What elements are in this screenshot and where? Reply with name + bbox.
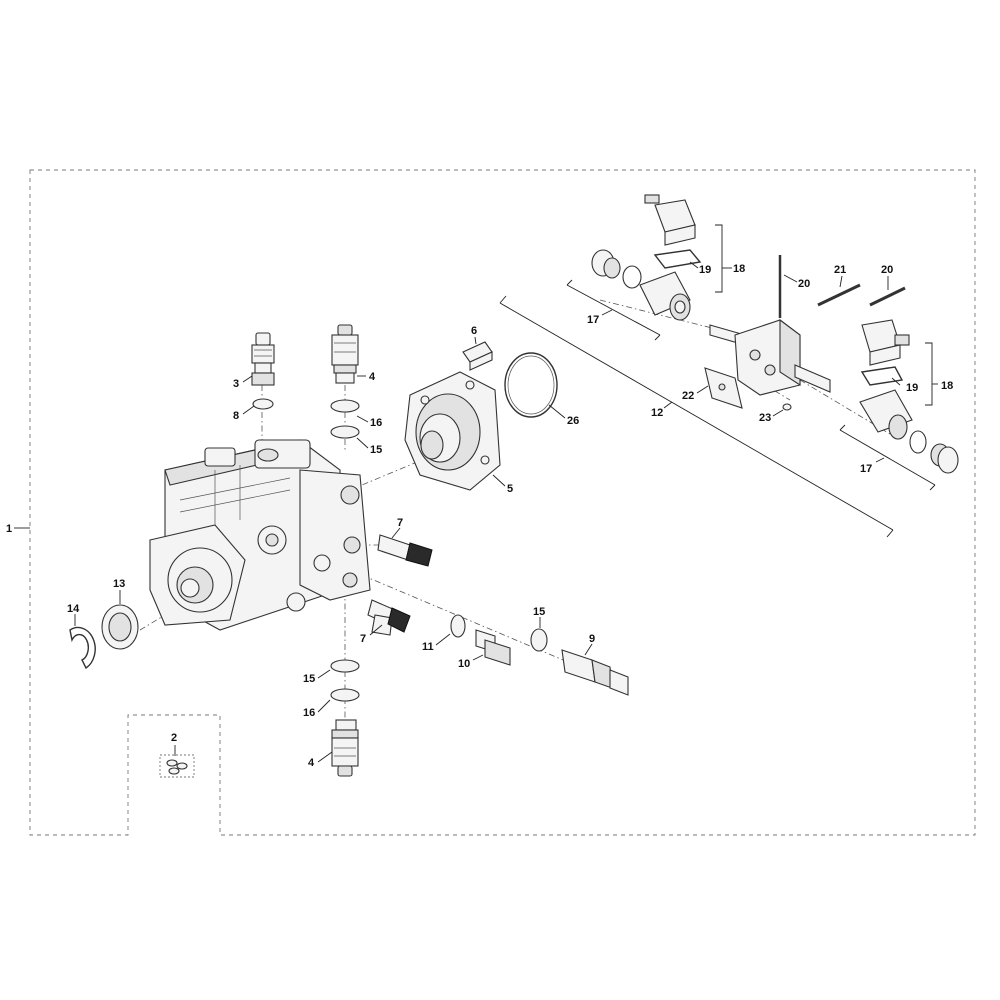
part-15-oring-top [330, 425, 360, 439]
label-10: 10 [458, 658, 470, 670]
pump-body [149, 439, 371, 631]
label-2: 2 [171, 732, 177, 744]
part-17-coil-upper [639, 271, 691, 321]
part-17-nut-lower [909, 430, 959, 474]
label-15-lower: 15 [303, 673, 315, 685]
bracket-17-lower [839, 424, 936, 491]
label-3: 3 [233, 378, 239, 390]
part-9-valve [561, 649, 629, 696]
part-22-plate [704, 367, 743, 409]
label-8: 8 [233, 410, 239, 422]
part-3-fitting [251, 332, 275, 386]
label-4-top: 4 [369, 371, 376, 383]
label-12: 12 [651, 407, 663, 419]
label-20-upper: 20 [798, 278, 810, 290]
part-23-washer [782, 403, 792, 411]
label-26: 26 [567, 415, 579, 427]
label-11: 11 [422, 641, 434, 653]
part-10-plug [475, 629, 511, 666]
leader-lines [14, 261, 938, 763]
label-9: 9 [589, 633, 595, 645]
label-20-right: 20 [881, 264, 893, 276]
part-15-oring-lower [330, 659, 360, 673]
label-14: 14 [67, 603, 80, 615]
bracket-18-lower [925, 342, 933, 406]
callout-labels: 1 2 3 4 4 5 6 7 7 8 9 10 11 12 13 14 15 … [6, 263, 953, 769]
label-19-upper: 19 [699, 264, 711, 276]
part-18-connector-upper [644, 194, 696, 246]
part-19-gasket-lower [860, 366, 904, 386]
part-7-elbow-upper [377, 534, 433, 567]
bracket-18-upper [715, 224, 723, 293]
label-7-lower: 7 [360, 633, 366, 645]
label-22: 22 [682, 390, 694, 402]
part-19-gasket-upper [653, 249, 702, 269]
part-16-oring-top [330, 399, 360, 413]
part-4-valve-bottom [331, 719, 359, 777]
part-13-shaft-seal [101, 604, 139, 650]
label-5: 5 [507, 483, 513, 495]
part-14-retaining-ring [69, 626, 96, 670]
label-23: 23 [759, 412, 771, 424]
part-15-oring-right [530, 628, 548, 652]
part-20-bolt-right [869, 286, 906, 307]
part-12-valve-body [709, 318, 831, 396]
part-21-bolt [817, 283, 861, 307]
part-7-elbow-lower [367, 599, 411, 636]
label-21: 21 [834, 264, 846, 276]
bracket-17-upper [566, 279, 661, 341]
part-6-plug [462, 341, 493, 371]
label-6: 6 [471, 325, 477, 337]
assembly-frame [29, 169, 976, 836]
label-17-lower: 17 [860, 463, 872, 475]
label-19-lower: 19 [906, 382, 918, 394]
label-16-top: 16 [370, 417, 382, 429]
label-1: 1 [6, 523, 12, 535]
label-7-upper: 7 [397, 517, 403, 529]
part-2-seal-kit [159, 754, 195, 778]
label-16-lower: 16 [303, 707, 315, 719]
part-11-seal [450, 614, 466, 638]
label-18-upper: 18 [733, 263, 745, 275]
part-4-valve-top [331, 324, 359, 384]
label-18-lower: 18 [941, 380, 953, 392]
part-26-large-oring [504, 352, 558, 418]
label-13: 13 [113, 578, 125, 590]
bracket-12 [499, 295, 894, 538]
label-17-upper: 17 [587, 314, 599, 326]
part-17-coil-lower [859, 389, 913, 440]
part-16-oring-lower [330, 688, 360, 702]
label-15-top: 15 [370, 444, 382, 456]
label-4-bottom: 4 [308, 757, 315, 769]
part-18-connector-lower [861, 319, 910, 366]
part-5-flange [404, 371, 501, 491]
label-15-right: 15 [533, 606, 545, 618]
part-17-nut-upper [591, 249, 642, 289]
part-8-seal [252, 398, 274, 410]
